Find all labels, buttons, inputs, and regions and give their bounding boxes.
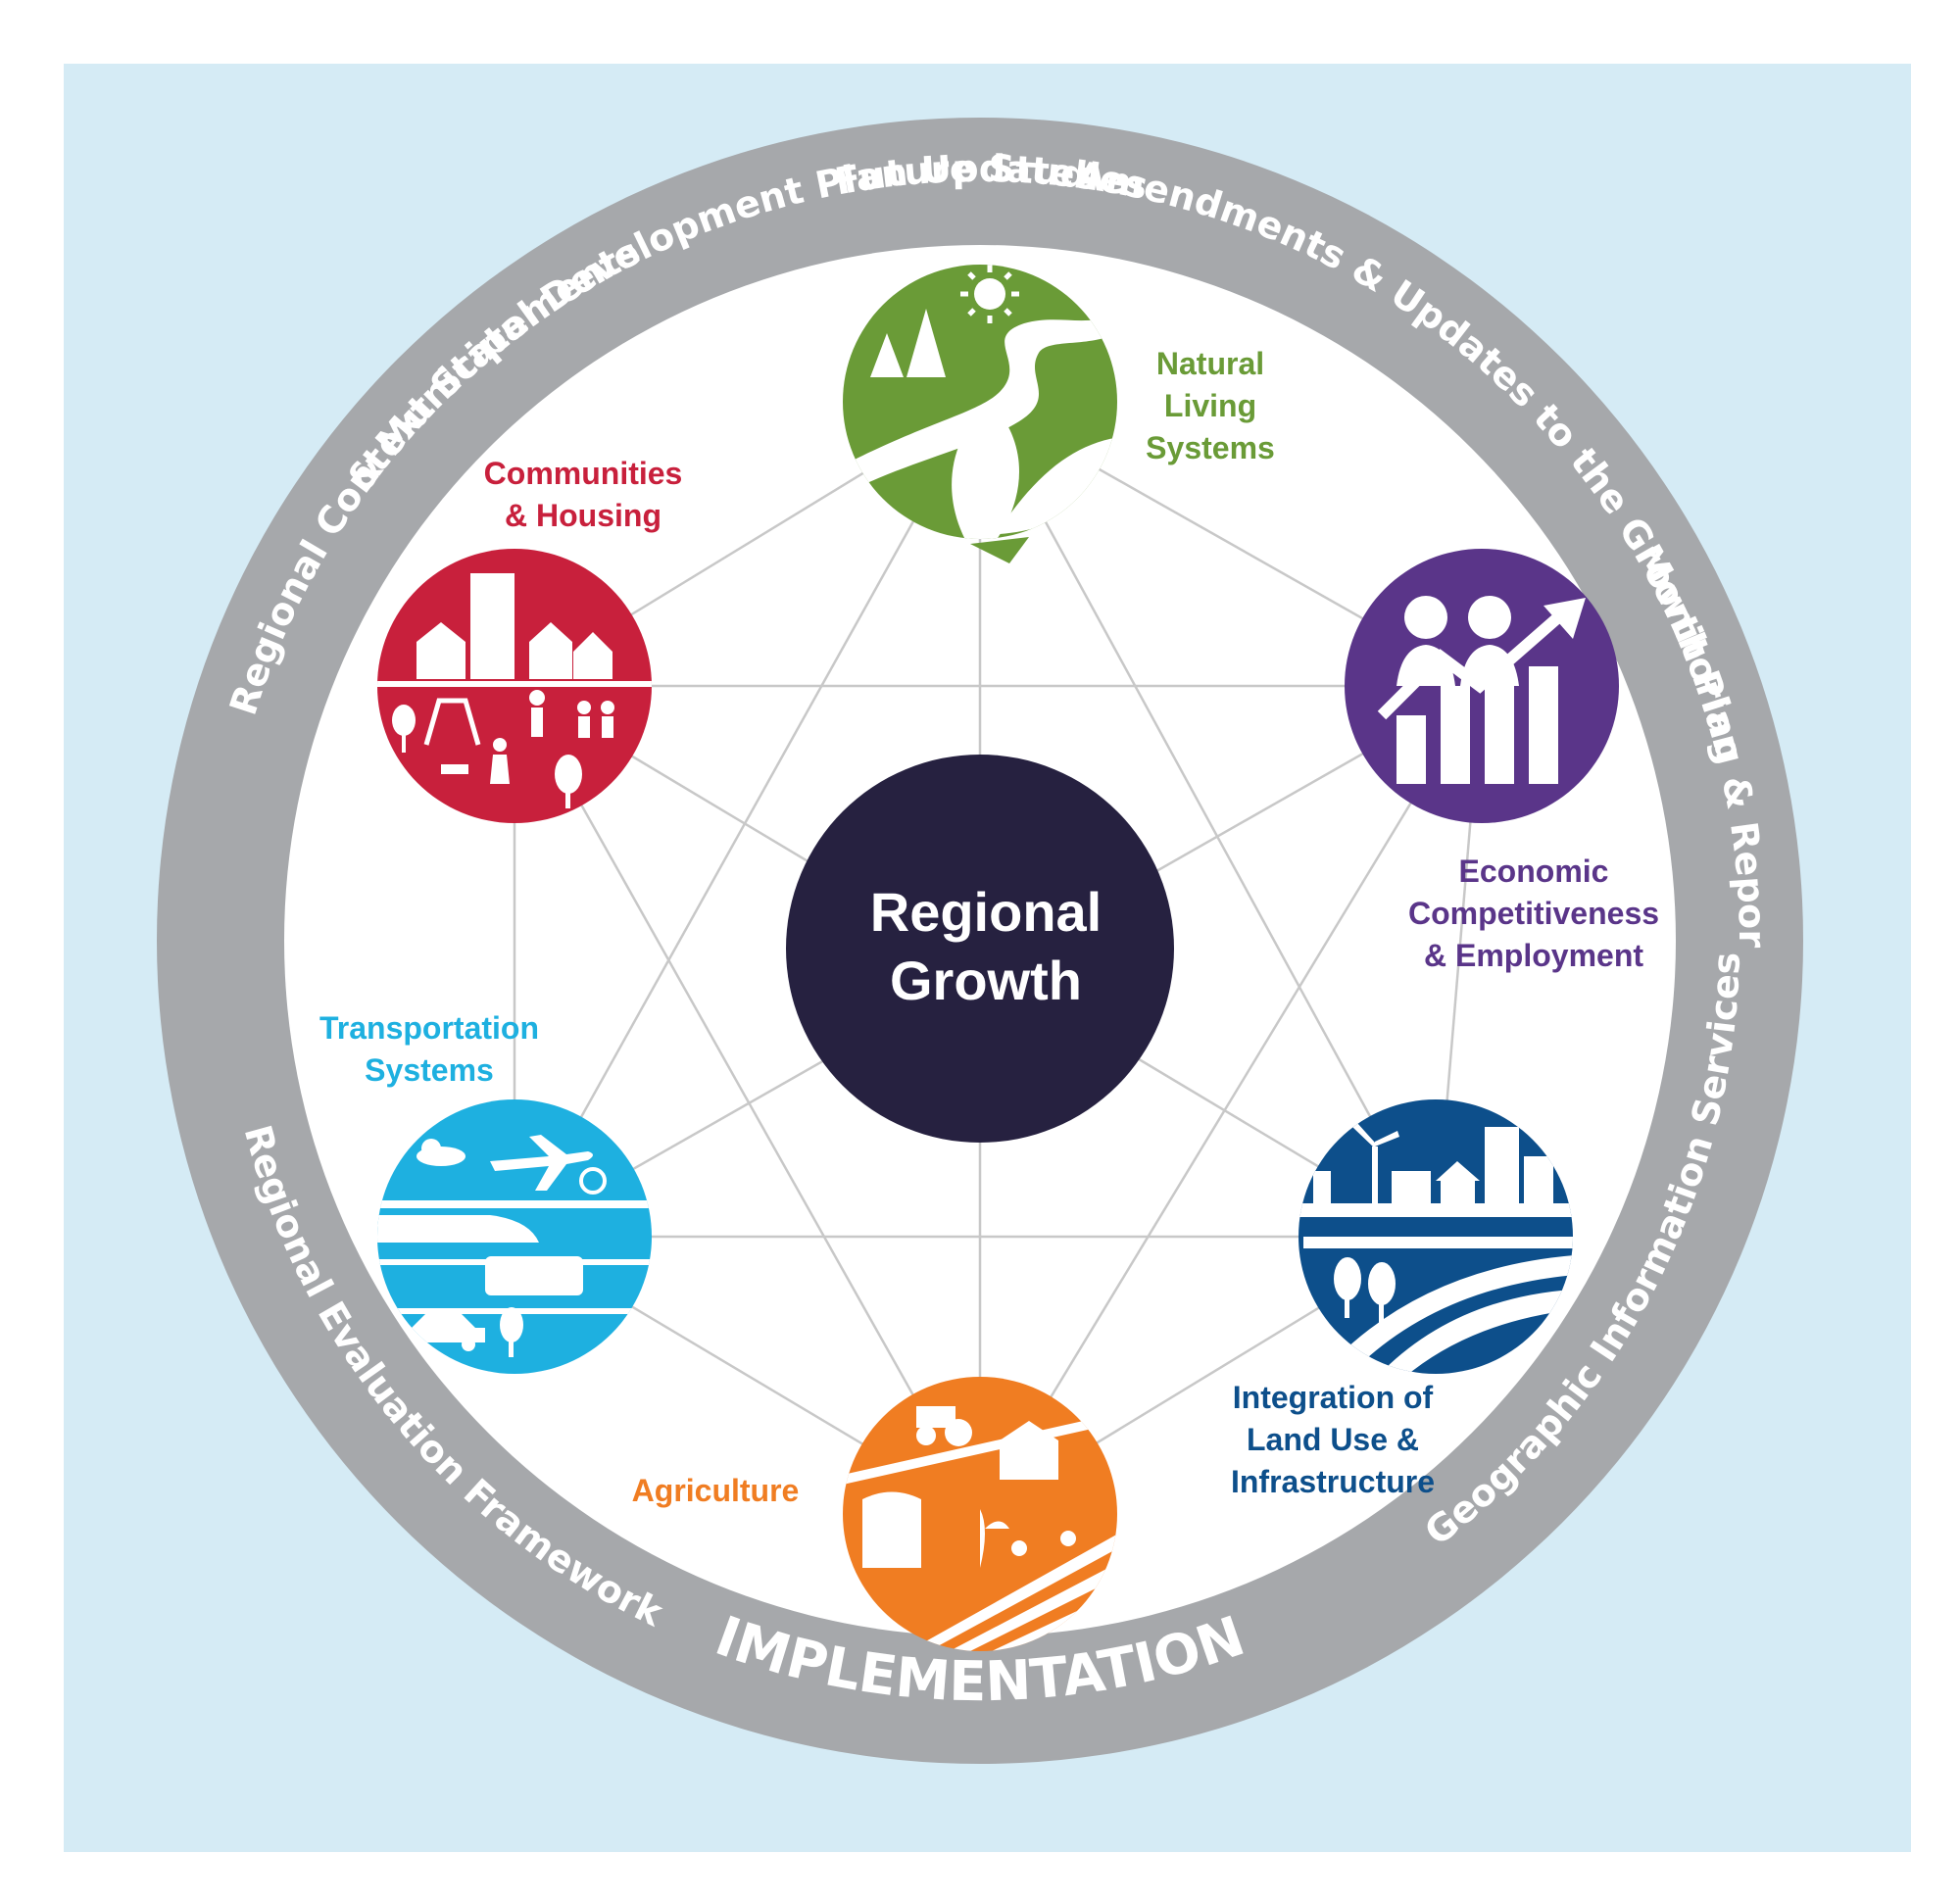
agriculture-label-line1: Agriculture	[632, 1473, 800, 1508]
economic-label-line1: Economic	[1459, 854, 1609, 889]
natural-label-line2: Living	[1164, 388, 1256, 423]
natural-label-line3: Systems	[1146, 430, 1275, 465]
node-integration: Integration of Land Use & Infrastructure	[1231, 1099, 1573, 1499]
transportation-label-line1: Transportation	[319, 1010, 539, 1046]
node-natural: Natural Living Systems	[843, 265, 1275, 563]
center-title-line1: Regional	[870, 881, 1102, 943]
housing-icon	[377, 573, 652, 808]
natural-label-line1: Natural	[1156, 346, 1264, 381]
transit-icon	[377, 1135, 652, 1357]
economic-label-line2: Competitiveness	[1408, 896, 1659, 931]
integration-label-line1: Integration of	[1233, 1380, 1434, 1415]
center-circle	[786, 755, 1174, 1143]
transportation-label-line2: Systems	[365, 1052, 494, 1088]
node-transportation: Transportation Systems	[319, 1010, 652, 1374]
node-economic: Economic Competitiveness & Employment	[1345, 549, 1659, 973]
center-title-line2: Growth	[890, 950, 1082, 1011]
integration-label-line3: Infrastructure	[1231, 1464, 1435, 1499]
communities-label-line2: & Housing	[505, 498, 662, 533]
communities-label-line1: Communities	[484, 456, 683, 491]
economic-label-line3: & Employment	[1424, 938, 1643, 973]
nature-icon	[853, 265, 1117, 539]
node-communities: Communities & Housing	[377, 456, 682, 823]
integration-label-line2: Land Use &	[1247, 1422, 1419, 1457]
economy-icon	[1377, 596, 1586, 784]
